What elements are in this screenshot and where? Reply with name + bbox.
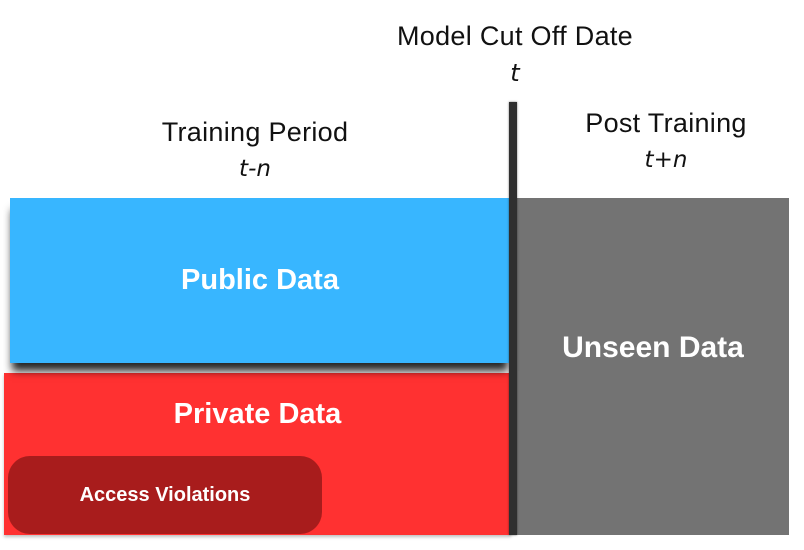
public-data-box: Public Data bbox=[10, 198, 510, 363]
access-violations-box: Access Violations bbox=[8, 456, 322, 534]
post-training-label: Post Training bbox=[585, 108, 747, 138]
cutoff-time-symbol: t bbox=[510, 59, 520, 87]
training-period-label: Training Period bbox=[161, 117, 349, 147]
cutoff-title-block: Model Cut Off Date t bbox=[397, 20, 633, 88]
public-data-label: Public Data bbox=[181, 264, 339, 296]
post-training-symbol: t+n bbox=[644, 147, 688, 173]
cutoff-title: Model Cut Off Date bbox=[396, 21, 634, 51]
cutoff-date-line bbox=[509, 102, 517, 535]
unseen-data-box: Unseen Data bbox=[517, 198, 789, 535]
training-period-symbol: t-n bbox=[239, 156, 271, 182]
post-training-label-block: Post Training t+n bbox=[585, 107, 746, 174]
private-data-label: Private Data bbox=[173, 398, 342, 430]
unseen-data-label: Unseen Data bbox=[562, 331, 744, 364]
training-period-label-block: Training Period t-n bbox=[162, 116, 349, 183]
access-violations-label: Access Violations bbox=[79, 483, 251, 506]
